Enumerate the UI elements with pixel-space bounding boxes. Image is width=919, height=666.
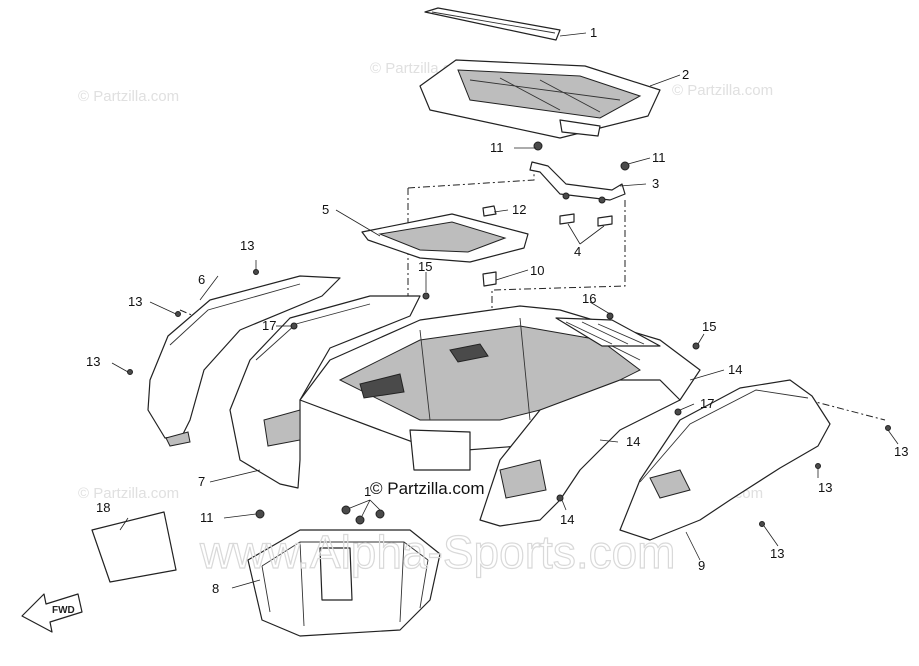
- assembly-line: [807, 399, 886, 421]
- leader-lines: [111, 32, 899, 589]
- part-4-grommets: [559, 213, 613, 227]
- right-fender: [479, 379, 681, 527]
- callout-6: 6: [198, 272, 205, 287]
- callout-2: 2: [682, 67, 689, 82]
- part-3-bracket: [529, 161, 626, 204]
- watermark-center: © Partzilla.com: [370, 479, 485, 498]
- callout-11: 11: [200, 510, 214, 525]
- part-5-panel: [361, 213, 529, 263]
- part-10-clip: [482, 271, 497, 287]
- callout-4: 4: [574, 244, 581, 259]
- callout-17: 17: [262, 318, 276, 333]
- callout-13: 13: [86, 354, 100, 369]
- fwd-label: FWD: [52, 605, 75, 616]
- bolt-icon: [127, 141, 891, 527]
- callout-10: 10: [530, 263, 544, 278]
- callout-9: 9: [698, 558, 705, 573]
- callout-13: 13: [128, 294, 142, 309]
- callout-15: 15: [418, 259, 432, 274]
- callout-14: 14: [626, 434, 640, 449]
- callout-12: 12: [512, 202, 526, 217]
- callout-3: 3: [652, 176, 659, 191]
- part-1-trim-strip: [424, 7, 561, 41]
- callout-11: 11: [490, 140, 504, 155]
- callout-17: 17: [700, 396, 714, 411]
- assembly-line: [407, 166, 535, 189]
- callout-11: 11: [652, 150, 666, 165]
- part-16-rear-grille: [555, 317, 661, 347]
- forward-direction-arrow: FWD: [21, 593, 83, 633]
- callout-7: 7: [198, 474, 205, 489]
- part-12-clip: [482, 205, 497, 217]
- watermark-large: www.Alpha-Sports.com: [199, 526, 676, 578]
- callout-1-bolts: 1: [364, 484, 371, 499]
- callout-13: 13: [894, 444, 908, 459]
- callout-13: 13: [240, 238, 254, 253]
- watermark-text: © Partzilla.com: [78, 88, 179, 105]
- part-2-rack-cover: [419, 59, 661, 139]
- callout-8: 8: [212, 581, 219, 596]
- part-18-decal: [91, 511, 177, 583]
- callout-18: 18: [96, 500, 110, 515]
- callout-13: 13: [770, 546, 784, 561]
- callout-14: 14: [560, 512, 574, 527]
- callout-5: 5: [322, 202, 329, 217]
- part-9-right-flare: [619, 379, 831, 541]
- callout-16: 16: [582, 291, 596, 306]
- watermark-text: © Partzilla.com: [78, 485, 179, 502]
- part-6-left-flare: [147, 275, 341, 447]
- callout-13: 13: [818, 480, 832, 495]
- callout-14: 14: [728, 362, 742, 377]
- watermark-text: © Partzilla.com: [672, 82, 773, 99]
- callout-1: 1: [590, 25, 597, 40]
- part-7-left-fender: [229, 295, 421, 489]
- assembly-line: [491, 200, 626, 420]
- part-8-storage-box: [247, 529, 441, 637]
- callout-15: 15: [702, 319, 716, 334]
